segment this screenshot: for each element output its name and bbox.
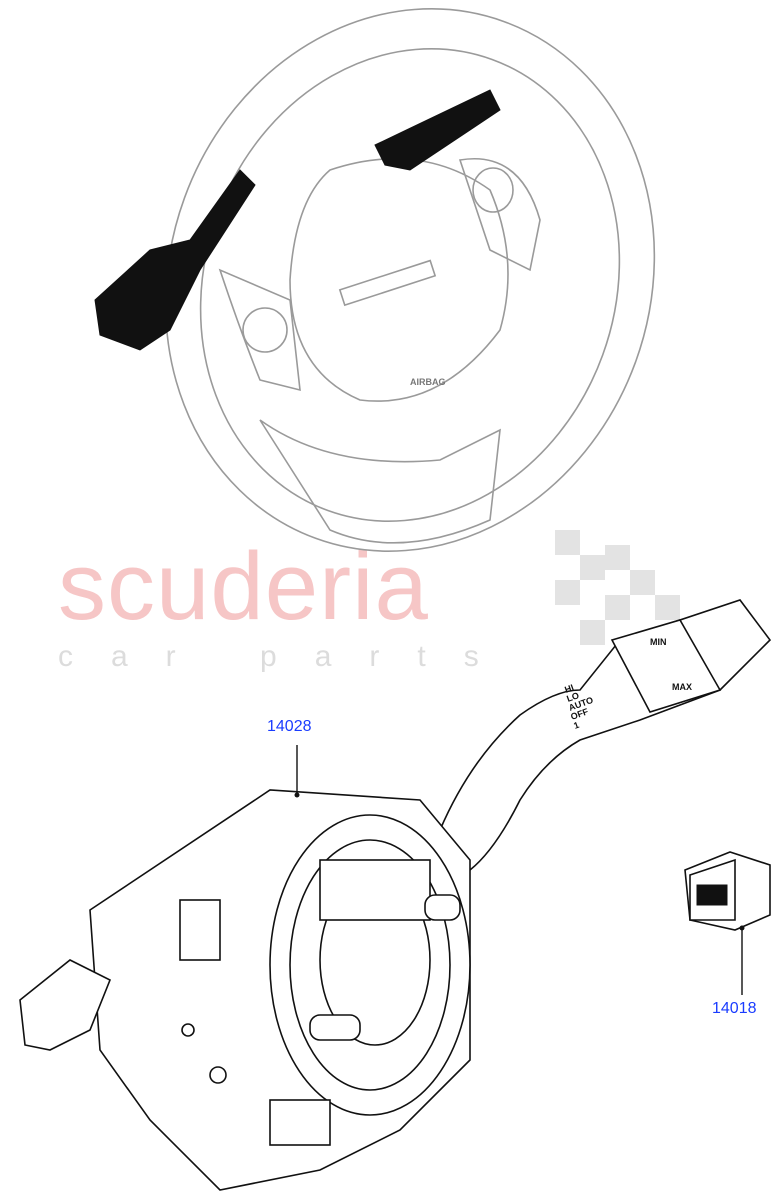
callout-14018[interactable]: 14018 [712, 1000, 757, 1017]
light-stalk-mounted [94, 169, 256, 351]
wiper-stalk: MIN MAX HI LO AUTO OFF 1 [439, 599, 772, 872]
light-hi-label: HI [563, 682, 575, 694]
watermark-flag [555, 530, 680, 645]
watermark-brand: scuderia [58, 533, 429, 640]
watermark-tagline: car parts [58, 640, 517, 673]
steering-wheel: AIRBAG [94, 8, 656, 552]
airbag-label: AIRBAG [410, 377, 446, 387]
switch-14018 [684, 851, 771, 931]
steering-column-switch-assembly [19, 789, 471, 1191]
light-lo-label: LO [565, 690, 580, 704]
light-1-label: 1 [572, 720, 580, 731]
wiper-min-label: MIN [650, 637, 667, 647]
wiper-stalk-mounted [374, 89, 501, 171]
wiper-max-label: MAX [672, 682, 692, 692]
callout-14028[interactable]: 14028 [267, 718, 312, 735]
